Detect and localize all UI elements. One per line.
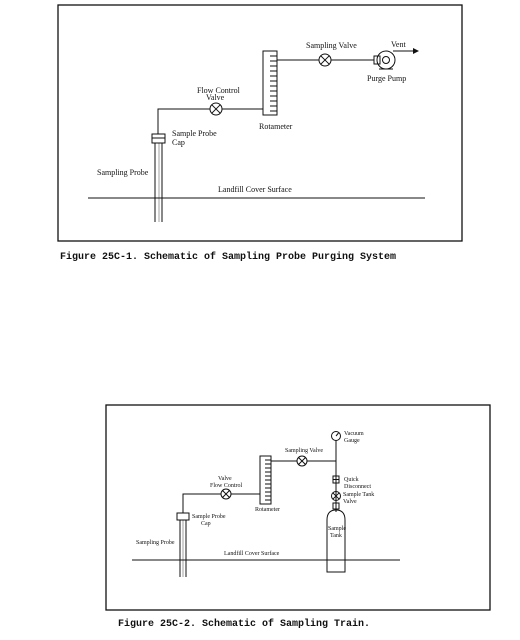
rotameter-icon-2 — [259, 455, 272, 505]
purge-pump-label: Purge Pump — [367, 74, 406, 83]
tubing-1 — [157, 108, 210, 134]
probe-cap-label-2a: Sample Probe — [192, 514, 226, 520]
tubing-2-2 — [231, 493, 261, 500]
flow-control-valve-icon — [209, 102, 223, 116]
cover-surface-label-2: Landfill Cover Surface — [224, 550, 280, 557]
flow-control-label-2a: Valve — [218, 476, 232, 482]
sampling-valve-icon — [318, 53, 332, 67]
sample-tank-icon — [326, 502, 346, 573]
vent-label: Vent — [391, 40, 406, 49]
flow-control-valve-icon-2 — [220, 488, 232, 500]
rotameter-label: Rotameter — [259, 122, 293, 131]
sampling-valve-label: Sampling Valve — [306, 41, 357, 50]
probe-cap-label-2: Cap — [172, 138, 185, 147]
vacuum-gauge-label-1: Vacuum — [344, 431, 364, 437]
figure-2-frame — [105, 404, 491, 611]
sampling-probe — [151, 133, 166, 222]
sample-tank-valve-label-2: Valve — [343, 499, 357, 505]
quick-disconnect-label-1: Quick — [344, 477, 359, 483]
probe-cap-label-2b: Cap — [201, 521, 211, 527]
figure-1-caption: Figure 25C-1. Schematic of Sampling Prob… — [60, 251, 396, 263]
figure-2-caption: Figure 25C-2. Schematic of Sampling Trai… — [118, 618, 370, 630]
sample-tank-label-1: Sample — [328, 526, 346, 532]
purge-pump-icon — [373, 50, 396, 70]
rotameter-icon — [262, 50, 278, 116]
quick-disconnect-label-2: Disconnect — [344, 484, 371, 490]
figure-1: Landfill Cover Surface Sampling Probe Sa… — [57, 4, 463, 242]
figure-1-frame — [57, 4, 463, 242]
sampling-probe-label-2: Sampling Probe — [136, 540, 175, 546]
flow-control-label-2: Valve — [206, 93, 225, 102]
sampling-probe-label: Sampling Probe — [97, 168, 149, 177]
rotameter-label-2: Rotameter — [255, 507, 280, 513]
sampling-valve-label-2: Sampling Valve — [285, 448, 323, 454]
quick-disconnect-icon — [332, 475, 340, 484]
sample-tank-label-2: Tank — [330, 533, 342, 539]
flow-control-label-2b: Flow Control — [210, 483, 243, 489]
flow-control-label-1: Flow Control — [197, 86, 241, 95]
vacuum-gauge-label-2: Gauge — [344, 438, 360, 444]
probe-cap-2 — [176, 512, 190, 521]
probe-cap-label-1: Sample Probe — [172, 129, 217, 138]
tubing-2 — [222, 108, 264, 115]
sampling-valve-icon-2 — [296, 455, 308, 467]
sampling-probe-2 — [176, 512, 190, 577]
figure-2: Landfill Cover Surface Sampling Probe Sa… — [105, 404, 491, 611]
sample-tank-valve-label-1: Sample Tank — [343, 492, 374, 498]
cover-surface-label: Landfill Cover Surface — [218, 185, 292, 194]
tubing-2-1 — [182, 493, 221, 513]
vacuum-gauge-icon — [331, 431, 341, 441]
sample-tank-valve-icon — [331, 491, 341, 501]
